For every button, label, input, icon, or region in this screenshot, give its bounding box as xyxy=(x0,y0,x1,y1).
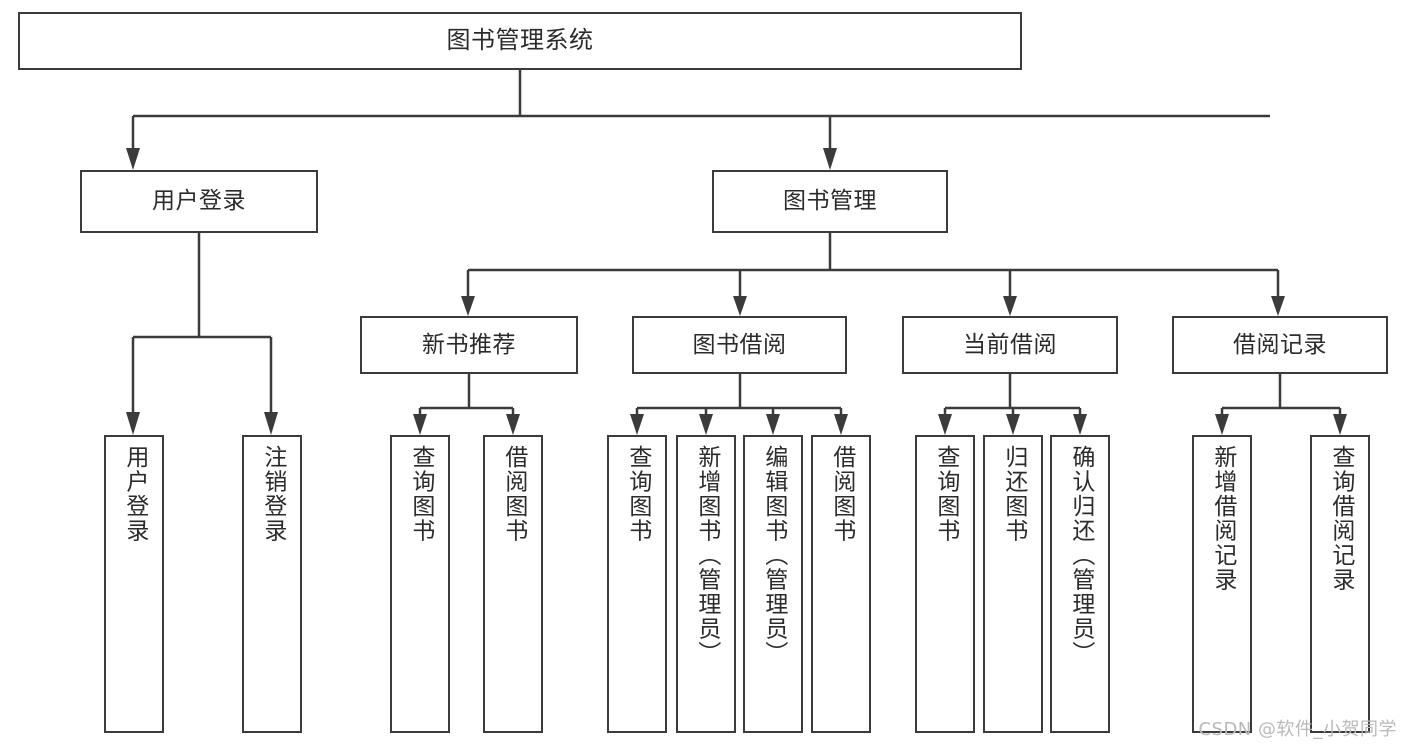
node-leaf-logout-login-label: 注销登录 xyxy=(259,445,286,543)
node-user-login[interactable]: 用户登录 xyxy=(80,170,318,233)
node-leaf-borrow-book-1[interactable]: 借阅图书 xyxy=(483,435,543,733)
node-leaf-confirm-return-admin-label: 确认归还（管理员） xyxy=(1067,445,1094,666)
arrowhead-current-borrow xyxy=(1003,296,1017,316)
arrowhead-leaf-query-borrow-record xyxy=(1333,414,1347,435)
node-leaf-add-borrow-record-label: 新增借阅记录 xyxy=(1209,445,1236,592)
node-current-borrow[interactable]: 当前借阅 xyxy=(902,316,1118,374)
node-leaf-logout-login[interactable]: 注销登录 xyxy=(242,435,302,733)
node-leaf-query-borrow-record[interactable]: 查询借阅记录 xyxy=(1310,435,1370,733)
arrowhead-leaf-return-book xyxy=(1006,414,1020,435)
arrowhead-leaf-edit-book-admin xyxy=(766,414,780,435)
node-leaf-query-book-2[interactable]: 查询图书 xyxy=(607,435,667,733)
arrowhead-leaf-confirm-return-admin xyxy=(1073,414,1087,435)
node-current-borrow-label: 当前借阅 xyxy=(963,331,1057,358)
arrowhead-leaf-query-book-2 xyxy=(630,414,644,435)
arrowhead-leaf-borrow-book-2 xyxy=(834,414,848,435)
node-borrow-record[interactable]: 借阅记录 xyxy=(1172,316,1388,374)
node-leaf-edit-book-admin[interactable]: 编辑图书（管理员） xyxy=(743,435,803,733)
node-leaf-query-borrow-record-label: 查询借阅记录 xyxy=(1327,445,1354,592)
node-leaf-add-book-admin[interactable]: 新增图书（管理员） xyxy=(676,435,736,733)
arrowhead-book-manage xyxy=(823,148,837,170)
node-borrow-record-label: 借阅记录 xyxy=(1233,331,1327,358)
node-new-book-recommend[interactable]: 新书推荐 xyxy=(360,316,578,374)
arrowhead-borrow-record xyxy=(1271,296,1285,316)
node-leaf-add-book-admin-label: 新增图书（管理员） xyxy=(693,445,720,666)
node-book-manage[interactable]: 图书管理 xyxy=(712,170,948,233)
node-leaf-query-book-3-label: 查询图书 xyxy=(932,445,959,543)
arrowhead-new-book-recommend xyxy=(461,296,475,316)
node-leaf-return-book-label: 归还图书 xyxy=(1000,445,1027,543)
node-root-label: 图书管理系统 xyxy=(446,26,594,55)
arrowhead-leaf-user-login xyxy=(126,412,140,435)
node-leaf-add-borrow-record[interactable]: 新增借阅记录 xyxy=(1192,435,1252,733)
arrowhead-leaf-add-borrow-record xyxy=(1215,414,1229,435)
arrowhead-user-login xyxy=(126,148,140,170)
node-leaf-return-book[interactable]: 归还图书 xyxy=(983,435,1043,733)
node-leaf-user-login-label: 用户登录 xyxy=(121,445,148,543)
node-leaf-borrow-book-1-label: 借阅图书 xyxy=(500,445,527,543)
node-leaf-borrow-book-2-label: 借阅图书 xyxy=(828,445,855,543)
node-leaf-borrow-book-2[interactable]: 借阅图书 xyxy=(811,435,871,733)
node-leaf-query-book-2-label: 查询图书 xyxy=(624,445,651,543)
node-user-login-label: 用户登录 xyxy=(152,188,246,215)
node-leaf-confirm-return-admin[interactable]: 确认归还（管理员） xyxy=(1050,435,1110,733)
arrowhead-leaf-query-book-3 xyxy=(938,414,952,435)
node-book-manage-label: 图书管理 xyxy=(783,188,877,215)
node-book-borrow[interactable]: 图书借阅 xyxy=(632,316,847,374)
arrowhead-book-borrow xyxy=(733,296,747,316)
connector-arrowheads xyxy=(126,148,1347,435)
node-new-book-recommend-label: 新书推荐 xyxy=(422,331,516,358)
node-root[interactable]: 图书管理系统 xyxy=(18,12,1022,70)
node-leaf-query-book-1[interactable]: 查询图书 xyxy=(390,435,450,733)
node-leaf-user-login[interactable]: 用户登录 xyxy=(104,435,164,733)
node-leaf-query-book-3[interactable]: 查询图书 xyxy=(915,435,975,733)
node-leaf-query-book-1-label: 查询图书 xyxy=(407,445,434,543)
arrowhead-leaf-query-book-1 xyxy=(413,414,427,435)
arrowhead-leaf-add-book-admin xyxy=(699,414,713,435)
arrowhead-leaf-logout-login xyxy=(264,412,278,435)
node-book-borrow-label: 图书借阅 xyxy=(692,331,787,358)
arrowhead-leaf-borrow-book-1 xyxy=(506,414,520,435)
node-leaf-edit-book-admin-label: 编辑图书（管理员） xyxy=(760,445,787,666)
